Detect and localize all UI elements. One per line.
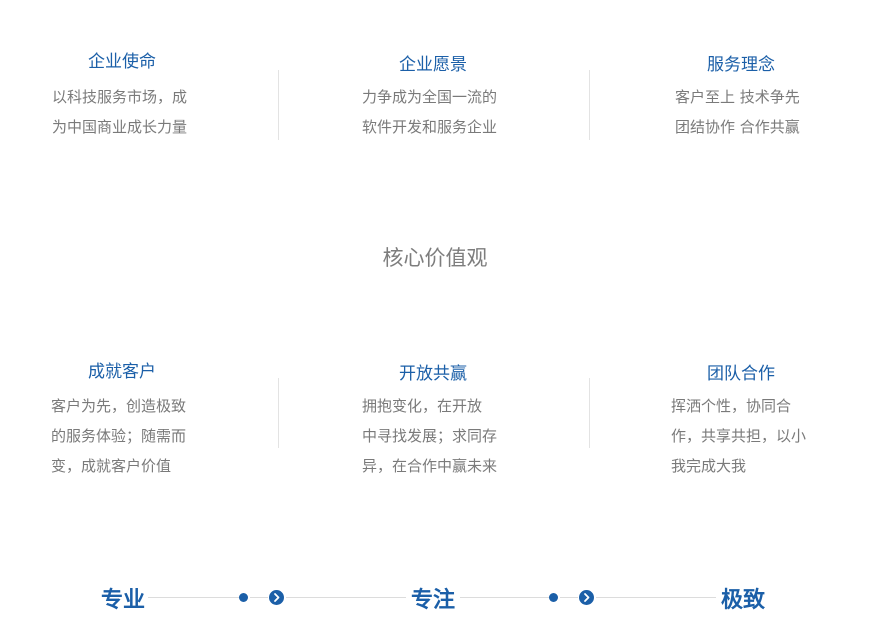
card-desc-service: 客户至上 技术争先 团结协作 合作共赢 — [675, 82, 800, 142]
card-title-service: 服务理念 — [707, 55, 775, 75]
desc-line: 为中国商业成长力量 — [52, 118, 188, 136]
connector-line — [596, 597, 716, 598]
desc-line: 软件开发和服务企业 — [362, 118, 498, 136]
desc-line: 力争成为全国一流的 — [362, 88, 498, 106]
column-divider — [278, 70, 279, 140]
pillar-focus: 专注 — [411, 588, 456, 613]
desc-line: 挥洒个性，协同合 — [671, 397, 792, 415]
desc-line: 以科技服务市场，成 — [52, 88, 188, 106]
desc-line: 变，成就客户价值 — [51, 457, 172, 475]
card-desc-open: 拥抱变化，在开放 中寻找发展；求同存 异，在合作中赢未来 — [362, 391, 497, 481]
chevron-right-icon — [579, 590, 594, 605]
connector-line — [560, 597, 578, 598]
desc-line: 的服务体验；随需而 — [51, 427, 187, 445]
connector-line — [286, 597, 406, 598]
pillar-excellence: 极致 — [721, 588, 766, 613]
card-title-open: 开放共赢 — [399, 364, 467, 384]
dot-icon — [239, 593, 248, 602]
card-title-team: 团队合作 — [707, 364, 775, 384]
chevron-right-icon — [269, 590, 284, 605]
desc-line: 作，共享共担，以小 — [671, 427, 807, 445]
card-title-customer: 成就客户 — [88, 362, 156, 382]
core-values-heading: 核心价值观 — [382, 246, 488, 270]
column-divider — [589, 378, 590, 448]
dot-icon — [549, 593, 558, 602]
connector-line — [460, 597, 550, 598]
desc-line: 我完成大我 — [671, 457, 747, 475]
desc-line: 拥抱变化，在开放 — [362, 397, 483, 415]
desc-line: 客户至上 技术争先 — [675, 88, 800, 106]
card-desc-vision: 力争成为全国一流的 软件开发和服务企业 — [362, 82, 497, 142]
card-desc-customer: 客户为先，创造极致 的服务体验；随需而 变，成就客户价值 — [51, 391, 186, 481]
desc-line: 中寻找发展；求同存 — [362, 427, 498, 445]
desc-line: 异，在合作中赢未来 — [362, 457, 498, 475]
desc-line: 团结协作 合作共赢 — [675, 118, 800, 136]
card-title-vision: 企业愿景 — [399, 55, 467, 75]
column-divider — [278, 378, 279, 448]
column-divider — [589, 70, 590, 140]
connector-line — [250, 597, 268, 598]
card-title-mission: 企业使命 — [88, 52, 156, 72]
card-desc-team: 挥洒个性，协同合 作，共享共担，以小 我完成大我 — [671, 391, 806, 481]
desc-line: 客户为先，创造极致 — [51, 397, 187, 415]
pillar-professional: 专业 — [101, 588, 146, 613]
card-desc-mission: 以科技服务市场，成 为中国商业成长力量 — [52, 82, 187, 142]
connector-line — [148, 597, 240, 598]
